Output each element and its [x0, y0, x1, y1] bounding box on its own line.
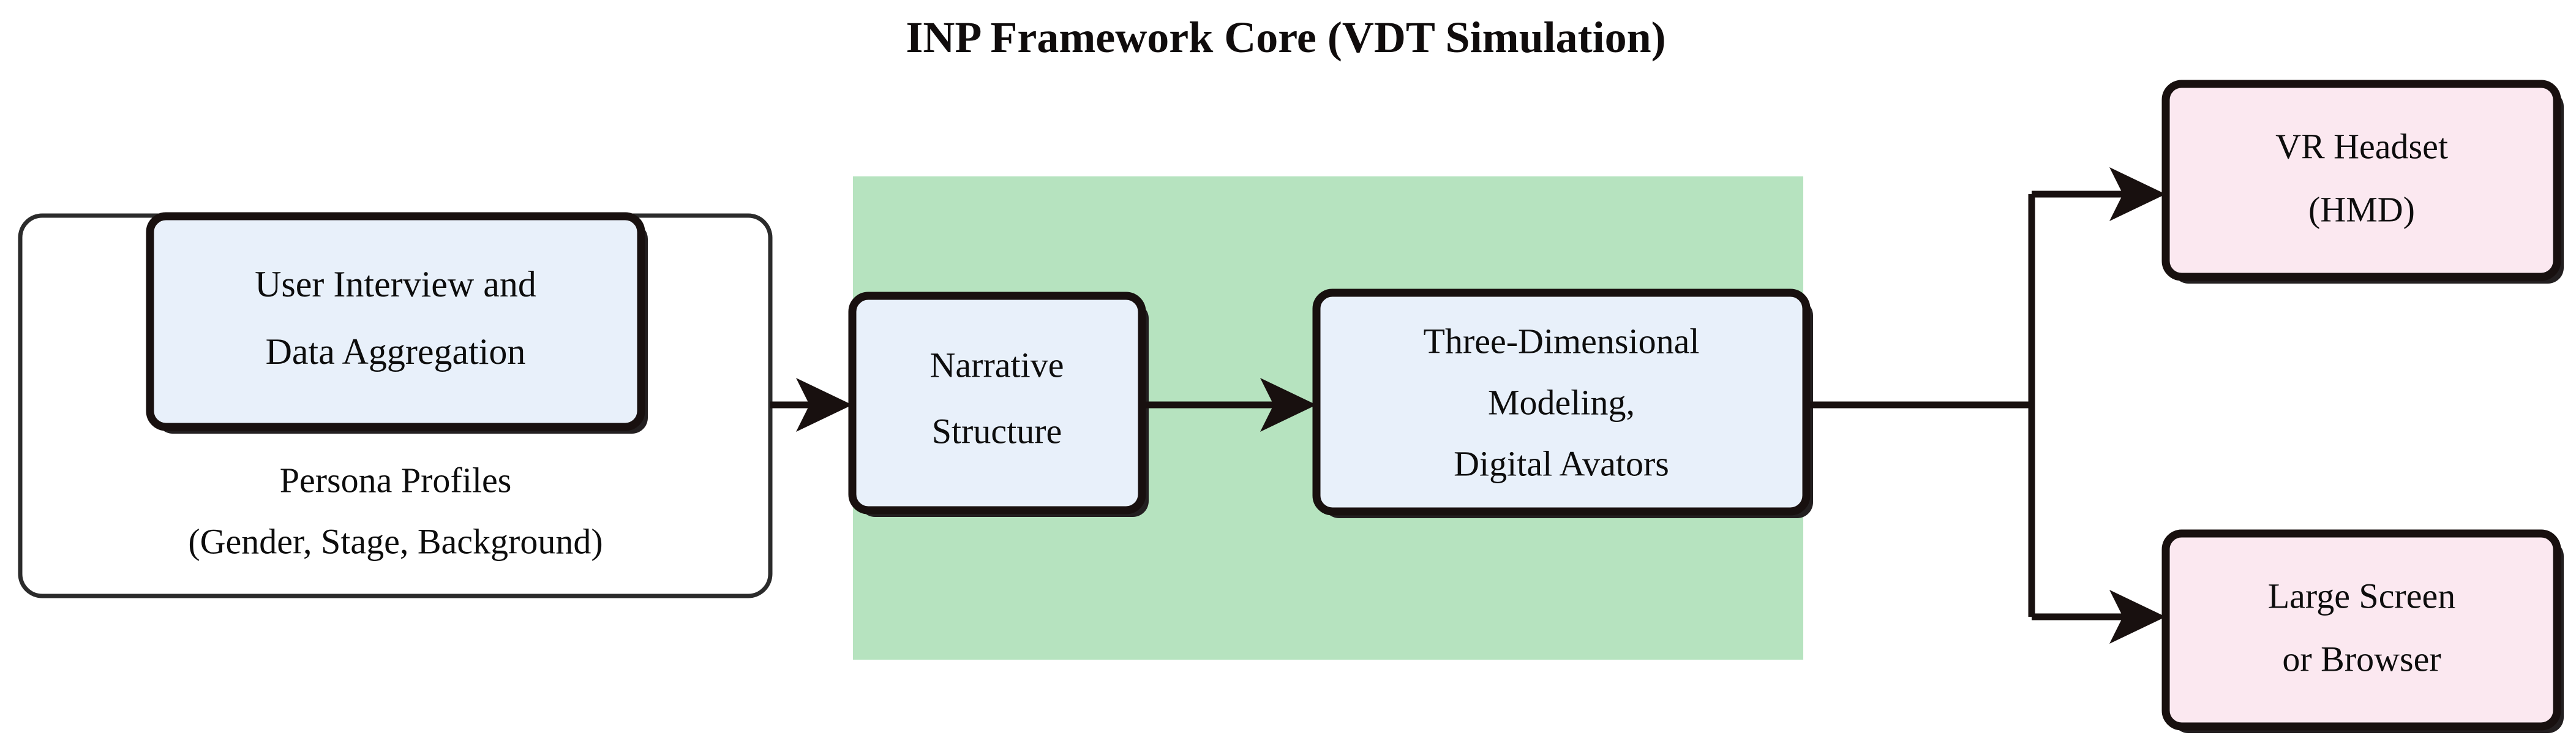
large-screen-line-1: Large Screen [2268, 576, 2455, 616]
edge-modeling-to-outputs [1806, 167, 2166, 644]
vr-headset-box [2161, 80, 2561, 281]
large-screen-line-2: or Browser [2282, 639, 2441, 679]
narrative-structure-box [848, 292, 1146, 515]
page-title: INP Framework Core (VDT Simulation) [906, 13, 1665, 62]
three-dimensional-modeling-line-3: Digital Avators [1454, 443, 1669, 483]
edge-narrative-to-modeling [1142, 378, 1316, 432]
edge-persona-to-narrative [770, 378, 852, 432]
persona-caption-line-1: Persona Profiles [280, 460, 512, 500]
persona-caption-line-2: (Gender, Stage, Background) [188, 521, 603, 561]
three-dimensional-modeling-line-2: Modeling, [1488, 382, 1635, 422]
narrative-structure-line-2: Structure [932, 411, 1062, 451]
user-interview-box [146, 212, 645, 431]
three-dimensional-modeling-line-1: Three-Dimensional [1424, 321, 1700, 361]
vr-headset-line-2: (HMD) [2308, 189, 2415, 229]
large-screen-box [2161, 529, 2561, 731]
user-interview-line-1: User Interview and [255, 264, 536, 304]
user-interview-line-2: Data Aggregation [266, 331, 526, 372]
narrative-structure-line-1: Narrative [930, 345, 1064, 385]
vr-headset-line-1: VR Headset [2275, 126, 2448, 166]
